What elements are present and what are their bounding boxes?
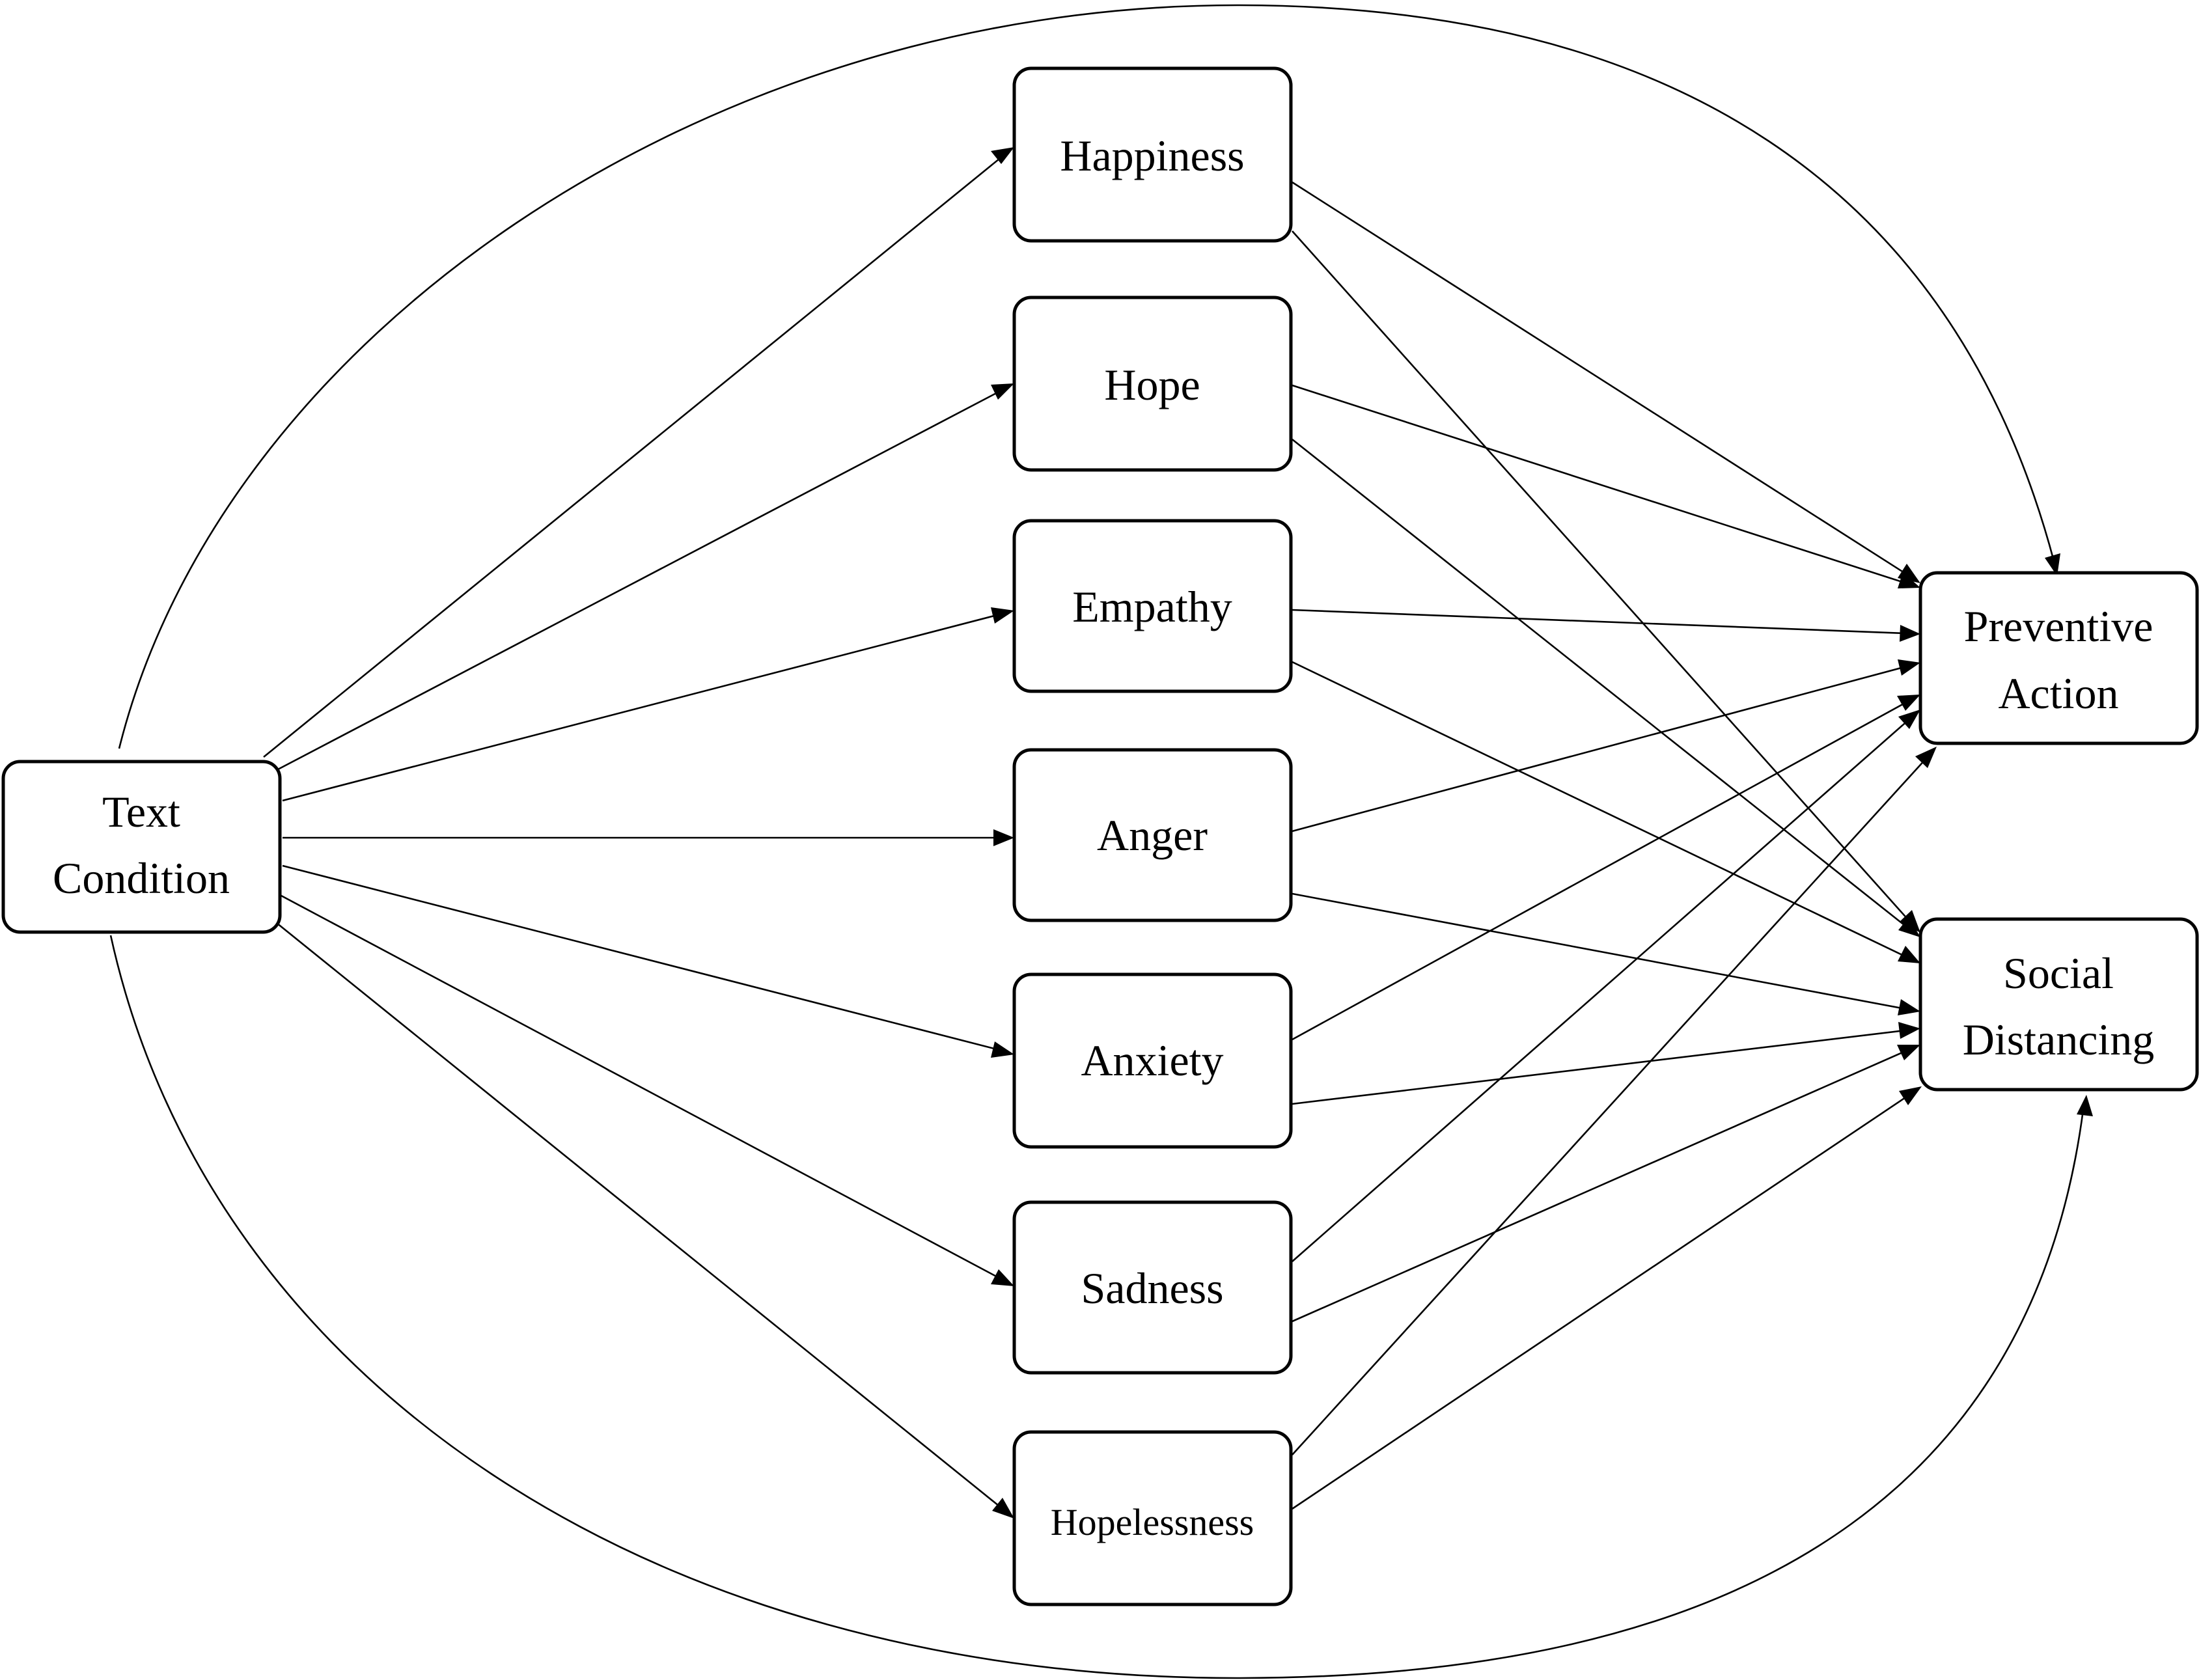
edge-hopelessness-to-preventive-action [1292, 757, 1928, 1455]
arrowhead-hopelessness-preventive [1915, 747, 1937, 768]
edge-anxiety-to-preventive-action [1292, 700, 1908, 1041]
node-text-condition: Text Condition [1, 760, 282, 934]
node-anger-label: Anger [1097, 810, 1208, 860]
edge-text-condition-to-hopelessness [276, 922, 1003, 1510]
arrowhead-empathy [991, 607, 1014, 624]
node-empathy-label: Empathy [1072, 582, 1232, 631]
arrowhead-anxiety [991, 1041, 1014, 1058]
arrowhead-hope-preventive [1898, 572, 1920, 588]
arrowhead-empathy-preventive [1900, 625, 1920, 642]
arrowhead-sadness-social [1897, 1045, 1920, 1060]
nodes-layer: Text Condition Happiness Hope Empathy An… [1, 66, 2199, 1606]
node-social-distancing: Social Distancing [1918, 917, 2199, 1092]
edge-sadness-to-social-distancing [1292, 1049, 1907, 1323]
arrowhead-sadness [991, 1269, 1014, 1286]
node-text-condition-line-1: Text [102, 787, 180, 836]
node-happiness: Happiness [1012, 66, 1293, 243]
node-anger: Anger [1012, 748, 1293, 922]
arrowhead-hope-social [1898, 917, 1920, 937]
node-preventive-action-line-2: Action [1998, 668, 2118, 718]
edge-anger-to-preventive-action [1292, 665, 1907, 833]
node-empathy: Empathy [1012, 519, 1293, 693]
node-text-condition-line-2: Condition [53, 853, 230, 903]
node-happiness-label: Happiness [1060, 131, 1244, 180]
node-hopelessness: Hopelessness [1012, 1430, 1293, 1606]
edge-happiness-to-social-distancing [1292, 230, 1910, 922]
arrowhead-empathy-social [1898, 946, 1920, 963]
node-social-distancing-line-1: Social [2003, 948, 2114, 998]
node-sadness: Sadness [1012, 1200, 1293, 1375]
edge-text-condition-to-hope [276, 389, 1002, 771]
node-preventive-action: Preventive Action [1918, 571, 2199, 745]
node-anxiety-label: Anxiety [1081, 1036, 1223, 1085]
node-hopelessness-label: Hopelessness [1051, 1501, 1254, 1543]
edge-hopelessness-to-social-distancing [1292, 1094, 1910, 1510]
node-hope-label: Hope [1104, 360, 1200, 409]
arrowhead-anger-preventive [1898, 659, 1920, 676]
node-hope: Hope [1012, 296, 1293, 472]
edge-hope-to-preventive-action [1292, 384, 1907, 585]
arrowhead-happiness [991, 147, 1014, 164]
edge-text-condition-to-sadness [279, 894, 1002, 1280]
arrowhead-hopelessness [992, 1498, 1014, 1519]
arrowhead-anxiety-preventive [1897, 695, 1920, 711]
edge-happiness-to-preventive-action [1292, 181, 1908, 576]
edge-text-condition-to-social-distancing [109, 935, 2084, 1679]
node-sadness-label: Sadness [1081, 1263, 1223, 1313]
arrowhead-hopelessness-social [1899, 1086, 1922, 1105]
edge-anger-to-social-distancing [1292, 892, 1906, 1010]
edge-text-condition-to-happiness [263, 155, 1003, 758]
edge-anxiety-to-social-distancing [1292, 1029, 1906, 1105]
arrowhead-sadness-preventive [1898, 709, 1920, 729]
edge-sadness-to-preventive-action [1292, 719, 1910, 1262]
arrowhead-hope [991, 383, 1014, 400]
node-social-distancing-line-2: Distancing [1963, 1015, 2155, 1064]
edge-empathy-to-social-distancing [1292, 661, 1907, 958]
arrowhead-preventive-action-direct [2045, 553, 2060, 576]
edges-layer [109, 4, 2093, 1679]
edge-empathy-to-preventive-action [1292, 609, 1906, 635]
node-anxiety: Anxiety [1012, 972, 1293, 1149]
arrowhead-anxiety-social [1898, 1022, 1920, 1039]
arrowhead-anger [993, 829, 1014, 846]
edge-text-condition-to-empathy [282, 613, 1000, 802]
arrowhead-social-distancing-direct [2077, 1095, 2093, 1116]
edge-text-condition-to-preventive-action [118, 4, 2055, 749]
edge-text-condition-to-anxiety [282, 864, 1000, 1051]
arrowhead-anger-social [1898, 999, 1920, 1015]
node-preventive-action-line-1: Preventive [1964, 601, 2153, 651]
edge-hope-to-social-distancing [1292, 438, 1908, 929]
